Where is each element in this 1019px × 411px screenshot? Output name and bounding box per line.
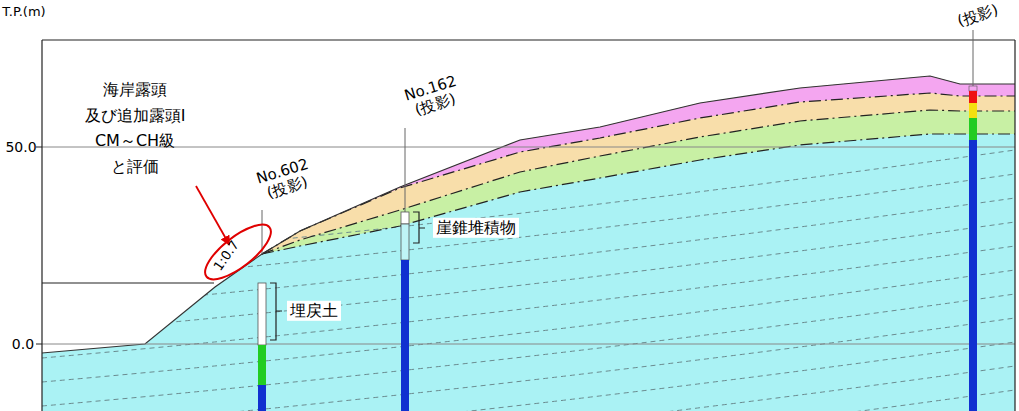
bedding-line [42,246,1015,358]
borehole-leader [405,128,406,212]
tick [36,344,42,345]
layer-label: 崖錐堆積物 [433,218,519,238]
borehole-segment [969,103,977,118]
bedding-line [42,198,1015,310]
frame-line [42,39,1015,40]
layer-label: 埋戻土 [287,301,341,321]
grid-line [42,147,1015,148]
tick [36,147,42,148]
bedding-line [42,342,1015,411]
bedding-line [42,294,1015,406]
callout-note: 海岸露頭 及び追加露頭Ⅰ CM～CH級 と評価 [85,77,186,179]
water-line [42,282,214,283]
bedding-line [42,270,1015,382]
borehole-label: No.162 (投影) [402,73,463,122]
borehole-leader [973,30,974,86]
borehole-label: (投影) [956,2,1001,31]
highlight-ellipse [197,216,279,289]
bracket [413,212,425,243]
borehole-segment [969,118,977,140]
borehole-leader [262,210,263,254]
ground-surface [42,76,1015,353]
axis-value: 50.0 [5,139,36,155]
borehole-segment [258,345,266,385]
axis-line [41,40,42,411]
bedrock-area [42,76,1015,411]
borehole-segment [258,385,266,411]
borehole-segment [401,260,409,411]
frame-line [1014,40,1015,411]
axis-unit: T.P.(m) [2,5,45,20]
bedding-line [42,150,1015,262]
bracket [270,283,282,340]
bedding-lines [42,150,1015,411]
callout-arrow [196,186,229,244]
borehole-segment [401,224,409,260]
bedding-line [42,366,1015,411]
borehole-segment [969,140,977,411]
grid-line [42,344,1015,345]
bedding-line [42,222,1015,334]
borehole-label: No.602 (投影) [254,156,315,205]
axis-value: 0.0 [12,336,34,352]
bedding-line [42,318,1015,411]
slope-ratio: 1:0.7 [211,238,242,274]
bedding-line [42,390,1015,411]
borehole-segment [401,212,409,224]
boundary-line [262,110,1015,254]
borehole-segment [969,86,977,91]
borehole-segment [258,283,266,345]
boundary-line [262,134,1015,254]
borehole-segment [969,91,977,103]
